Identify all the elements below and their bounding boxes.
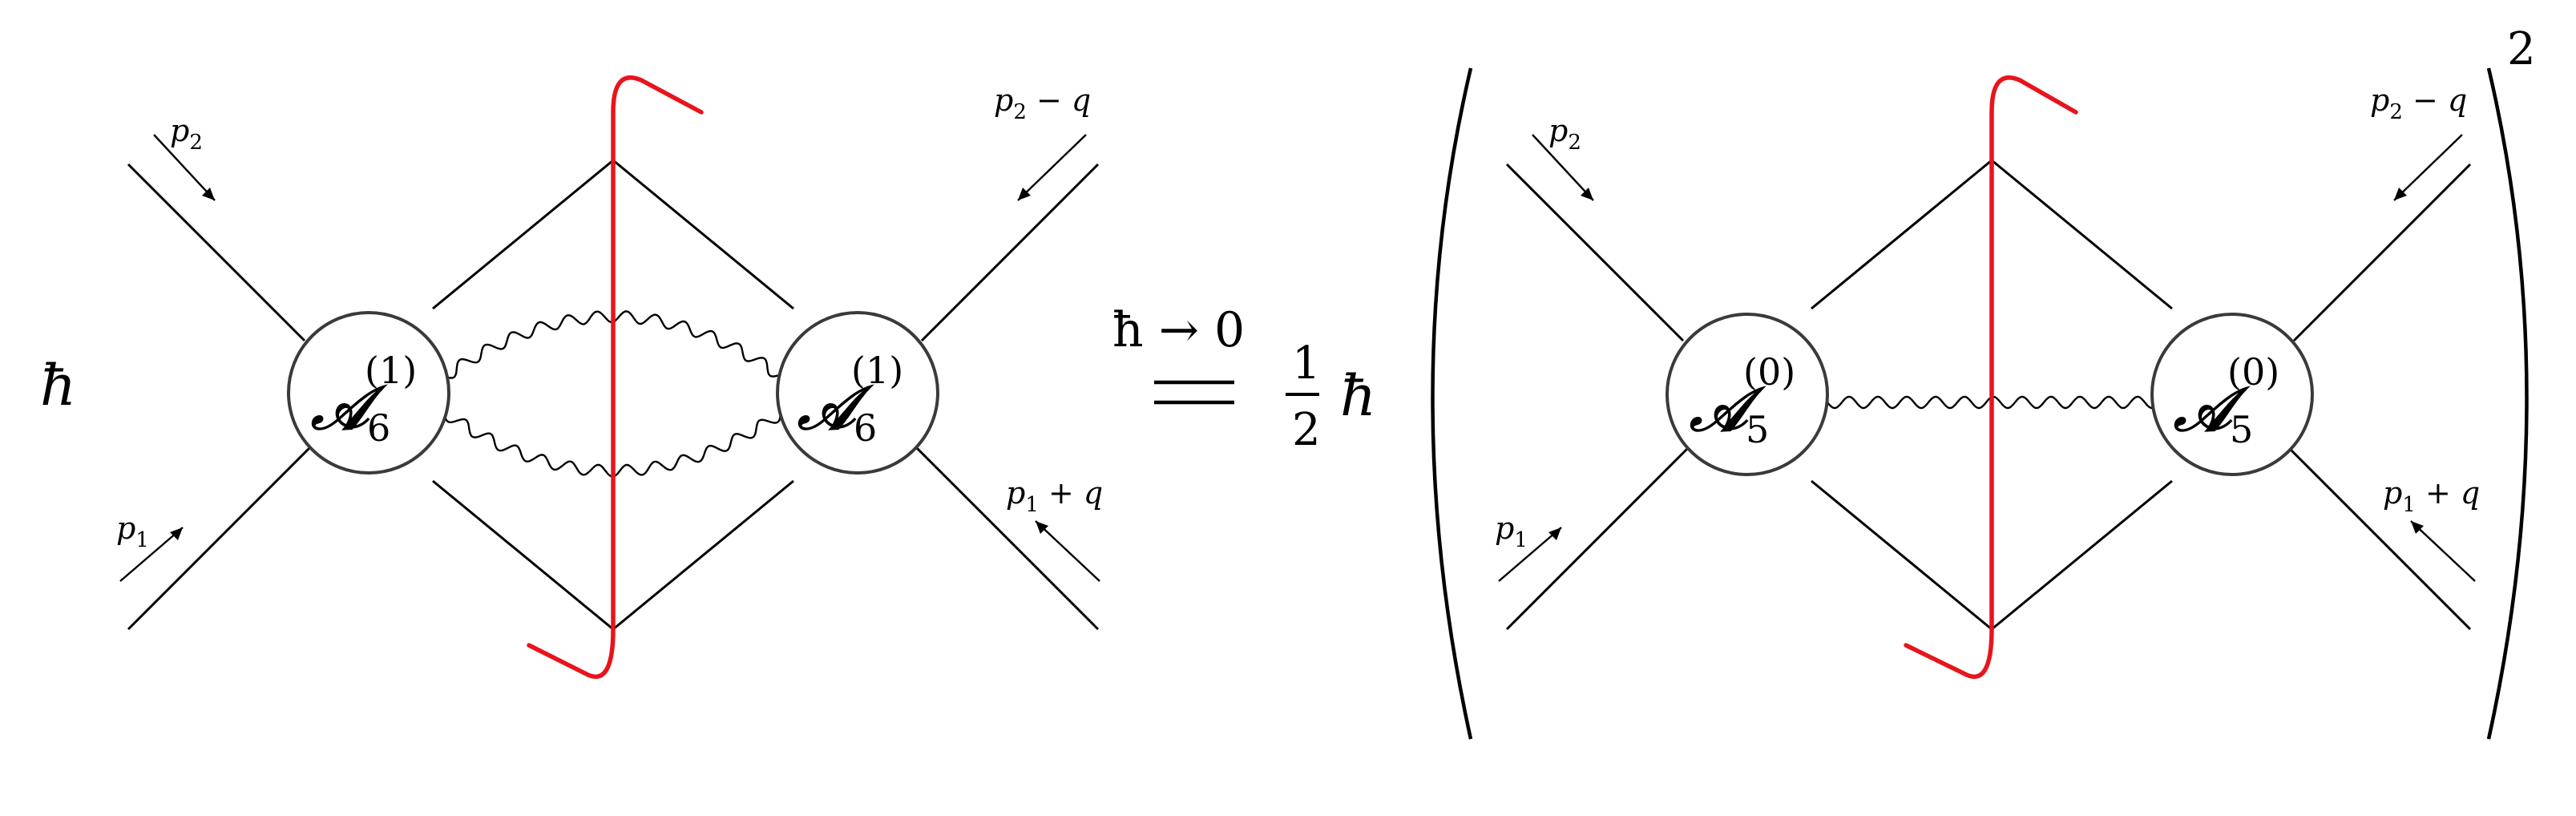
lhs-internal-lower-left: [432, 479, 614, 631]
rhs-internal-lower-right: [1991, 479, 2173, 631]
svg-text:p2: p2: [1548, 113, 1581, 155]
lhs-momentum-bottom-right: p1 + q: [1006, 475, 1103, 582]
rhs-leg-top-left: [1505, 163, 1685, 342]
lhs-momentum-top-right: p2 − q: [994, 83, 1091, 201]
svg-text:p1 + q: p1 + q: [1006, 475, 1103, 517]
rhs-leg-bottom-right: [2286, 445, 2472, 631]
amplitude-subscript: 6: [854, 406, 877, 450]
lhs-momentum-top-left: p2: [153, 113, 216, 201]
lhs-amplitude-right-label: 𝒜 6 (1): [797, 349, 903, 450]
lhs-internal-lower-right: [612, 479, 794, 631]
lhs-leg-bottom-right: [914, 445, 1100, 631]
svg-text:p1: p1: [116, 511, 149, 552]
amplitude-superscript: (0): [2227, 350, 2279, 394]
svg-text:1: 1: [1292, 337, 1321, 390]
limit-label: ħ → 0: [1112, 302, 1245, 358]
rhs-momentum-bottom-left: p1: [1495, 511, 1562, 582]
left-parenthesis: [1431, 67, 1473, 740]
lhs-internal-upper-left: [432, 159, 614, 310]
rhs-momentum-top-left: p2: [1532, 113, 1594, 201]
rhs-unitarity-cut: [1904, 75, 2078, 679]
right-parenthesis: [2486, 67, 2529, 740]
amplitude-subscript: 6: [367, 406, 390, 450]
rhs-momentum-top-right: p2 − q: [2370, 83, 2467, 201]
amplitude-superscript: (1): [365, 349, 417, 392]
lhs-leg-bottom-left: [127, 445, 313, 631]
rhs-diagram: 1 2 ħ 2 𝒜 5 (0) 𝒜: [1286, 23, 2536, 740]
lhs-momentum-bottom-left: p1: [116, 511, 184, 582]
lhs-leg-top-left: [127, 163, 306, 342]
rhs-internal-upper-left: [1811, 159, 1993, 310]
svg-text:p2 − q: p2 − q: [994, 83, 1091, 124]
rhs-blob-left: [1666, 313, 1829, 476]
svg-text:p1 + q: p1 + q: [2383, 475, 2480, 517]
rhs-hbar-prefactor: ħ: [1340, 363, 1376, 429]
lhs-internal-upper-right: [612, 159, 794, 310]
amplitude-superscript: (0): [1743, 350, 1795, 394]
amplitude-subscript: 5: [1746, 408, 1769, 451]
rhs-blob-right: [2150, 313, 2314, 476]
svg-text:p2 − q: p2 − q: [2370, 83, 2467, 124]
exponent-two: 2: [2507, 23, 2536, 75]
rhs-leg-top-right: [2292, 163, 2472, 342]
lhs-leg-top-right: [920, 163, 1100, 342]
rhs-internal-lower-left: [1811, 479, 1993, 631]
rhs-momentum-bottom-right: p1 + q: [2383, 475, 2480, 582]
rhs-half-fraction: 1 2: [1286, 337, 1321, 456]
amplitude-superscript: (1): [851, 349, 903, 392]
limit-relation: ħ → 0: [1112, 302, 1245, 405]
lhs-amplitude-left-label: 𝒜 6 (1): [310, 349, 417, 450]
rhs-internal-upper-right: [1991, 159, 2173, 310]
svg-text:p2: p2: [170, 113, 203, 155]
amplitude-subscript: 5: [2230, 408, 2253, 451]
svg-text:p1: p1: [1495, 511, 1528, 552]
lhs-blob-left: [287, 311, 450, 475]
lhs-unitarity-cut: [527, 75, 704, 679]
lhs-hbar-prefactor: ħ: [40, 353, 76, 418]
rhs-amplitude-right-label: 𝒜 5 (0): [2173, 350, 2279, 451]
lhs-diagram: ħ 𝒜 6 (1) 𝒜 6 (1): [40, 75, 1103, 679]
svg-text:2: 2: [1292, 404, 1321, 456]
lhs-blob-right: [776, 311, 939, 475]
rhs-amplitude-left-label: 𝒜 5 (0): [1689, 350, 1795, 451]
rhs-leg-bottom-left: [1505, 445, 1691, 631]
